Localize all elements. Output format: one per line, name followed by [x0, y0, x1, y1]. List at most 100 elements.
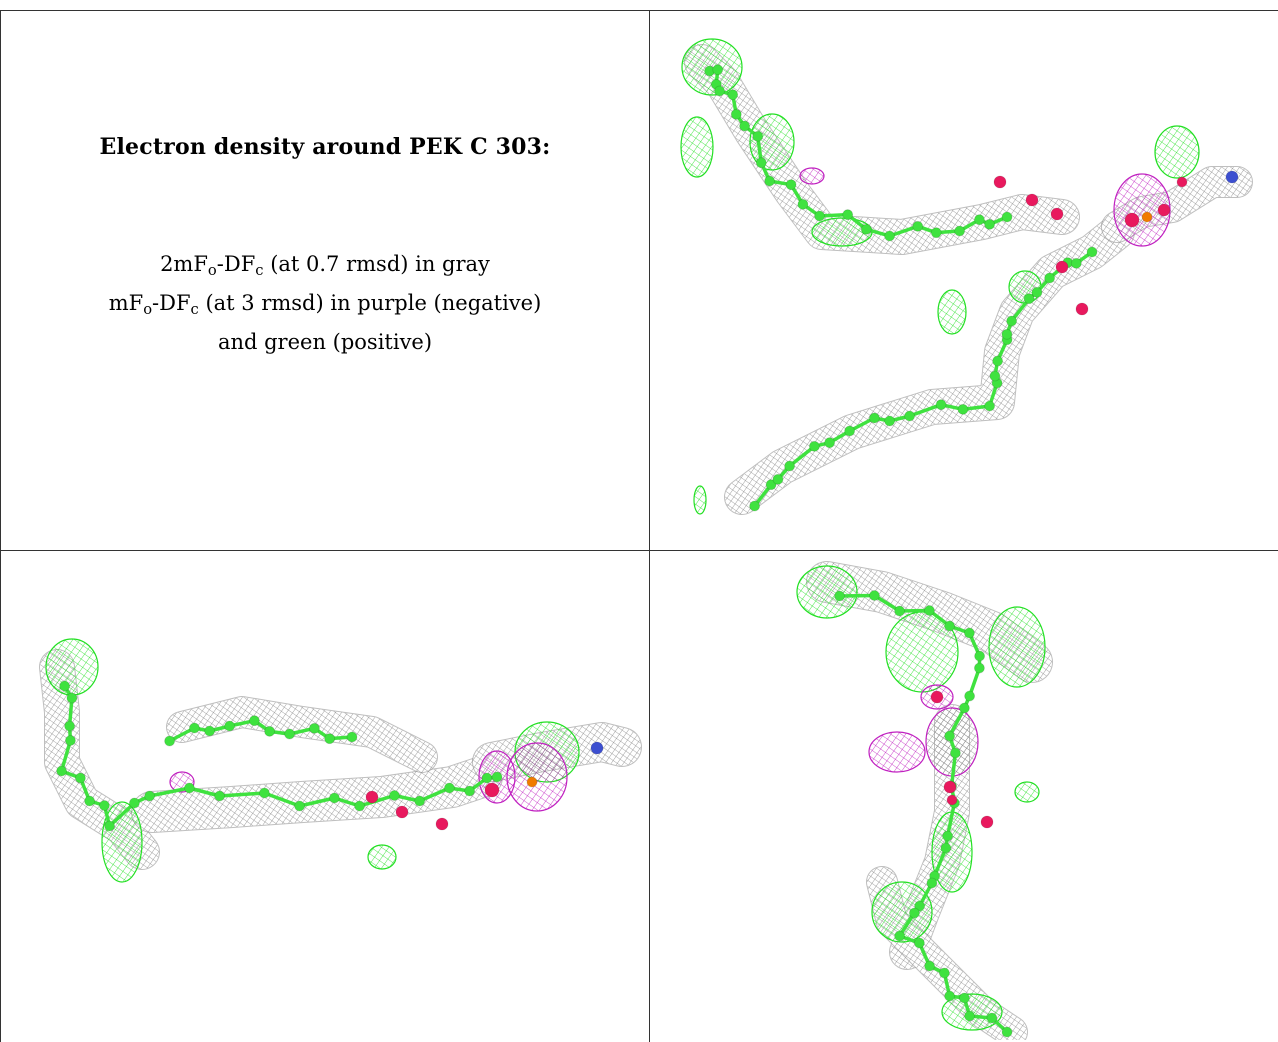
carbon-atom [765, 479, 777, 491]
carbon-atom [183, 782, 195, 794]
oxygen-atom [930, 690, 944, 704]
carbon-atom [964, 690, 976, 702]
carbon-atom [739, 120, 750, 132]
oxygen-atom [1124, 212, 1140, 228]
carbon-atom [834, 590, 846, 602]
carbon-atom [388, 790, 400, 801]
carbon-atom [258, 787, 270, 799]
caption-title: Electron density around PEK C 303: [99, 134, 551, 160]
carbon-atom [912, 220, 924, 232]
carbon-atom [784, 460, 796, 472]
oxygen-atom [980, 815, 994, 829]
carbon-atom [926, 877, 938, 889]
caption-line-2fofc: 2mFo-DFc (at 0.7 rmsd) in gray [0, 248, 650, 287]
carbon-atom [860, 223, 872, 235]
carbon-atom [949, 747, 961, 759]
view-bottom-right [652, 552, 1276, 1040]
carbon-atom [128, 797, 140, 809]
carbon-atom [214, 790, 226, 802]
negative-density-blob [799, 167, 825, 185]
carbon-atom [957, 403, 969, 415]
carbon-atom [75, 772, 86, 784]
carbon-atom [894, 605, 906, 617]
carbon-atom [749, 500, 760, 512]
caption-subscript: c [255, 262, 264, 280]
oxygen-atom [1176, 176, 1188, 188]
carbon-atom [354, 800, 366, 812]
carbon-atom [963, 627, 975, 639]
carbon-atom [785, 179, 797, 191]
carbon-atom [914, 900, 926, 912]
positive-density-blob [45, 638, 99, 696]
oxygen-atom [946, 794, 958, 806]
acyl-chain-upper-bonds [709, 67, 1008, 238]
carbon-atom [1001, 1026, 1013, 1038]
positive-density-blob [796, 565, 858, 619]
carbon-atom [1070, 257, 1082, 269]
oxygen-atom [993, 175, 1007, 189]
carbon-atom [65, 735, 76, 746]
carbon-atom [414, 795, 426, 807]
caption-cell: Electron density around PEK C 303: 2mFo-… [0, 10, 650, 550]
carbon-atom [989, 370, 1001, 382]
positive-density-blob [937, 289, 967, 335]
carbon-atom [984, 400, 996, 412]
carbon-atom [328, 792, 340, 804]
caption-text: (at 3 rmsd) in purple (negative) [198, 291, 542, 316]
positive-density-blob [367, 844, 397, 870]
nitrogen-atom [590, 741, 604, 755]
carbon-atom [868, 412, 880, 424]
carbon-atom [1001, 211, 1013, 223]
molecule-density-icon [39, 638, 642, 883]
carbon-atom [1031, 286, 1043, 298]
carbon-atom [1006, 315, 1018, 327]
caption-subscript: o [207, 262, 217, 280]
carbon-atom [814, 210, 826, 222]
view-top-right [652, 12, 1276, 548]
carbon-atom [797, 198, 809, 210]
table-left-rule [0, 10, 1, 1042]
carbon-atom [66, 692, 78, 704]
carbon-atom [264, 725, 276, 737]
carbon-atom [1044, 272, 1056, 284]
carbon-atom [935, 399, 947, 411]
carbon-atom [992, 355, 1004, 367]
carbon-atom [284, 728, 296, 740]
positive-density-blob [871, 881, 933, 943]
carbon-atom [986, 1012, 998, 1024]
carbon-atom [324, 733, 336, 745]
carbon-atom [752, 130, 764, 142]
oxygen-atom [365, 790, 379, 804]
carbon-atom [294, 800, 306, 812]
carbon-atom [224, 720, 236, 732]
carbon-atom [443, 782, 455, 794]
positive-density-blob [1014, 781, 1040, 803]
carbon-atom [913, 937, 925, 949]
table-mid-horizontal-rule [0, 550, 1278, 551]
carbon-atom [104, 820, 115, 832]
carbon-atom [1086, 246, 1098, 258]
carbon-atom [842, 209, 854, 221]
carbon-atom [144, 790, 156, 802]
table-middle-rule [649, 10, 650, 1042]
carbon-atom [64, 720, 75, 732]
view-bottom-left [2, 552, 648, 1040]
carbon-atom [954, 225, 966, 237]
carbon-atom [974, 650, 986, 662]
carbon-atom [844, 425, 856, 437]
carbon-atom [84, 795, 95, 807]
molecule-density-icon [796, 561, 1053, 1040]
carbon-atom [764, 175, 775, 187]
carbon-atom [772, 473, 784, 485]
caption-subscript: o [143, 301, 153, 319]
positive-density-blob [693, 485, 707, 515]
carbon-atom [923, 605, 935, 616]
positive-density-blob [680, 116, 714, 178]
nitrogen-atom [1225, 170, 1239, 184]
table-top-rule [0, 10, 1278, 11]
carbon-atom [59, 680, 70, 692]
carbon-atom [924, 960, 936, 972]
caption-line-positive: and green (positive) [217, 330, 433, 355]
density-mesh-back [167, 697, 437, 772]
caption-text: (at 0.7 rmsd) in gray [263, 252, 490, 276]
